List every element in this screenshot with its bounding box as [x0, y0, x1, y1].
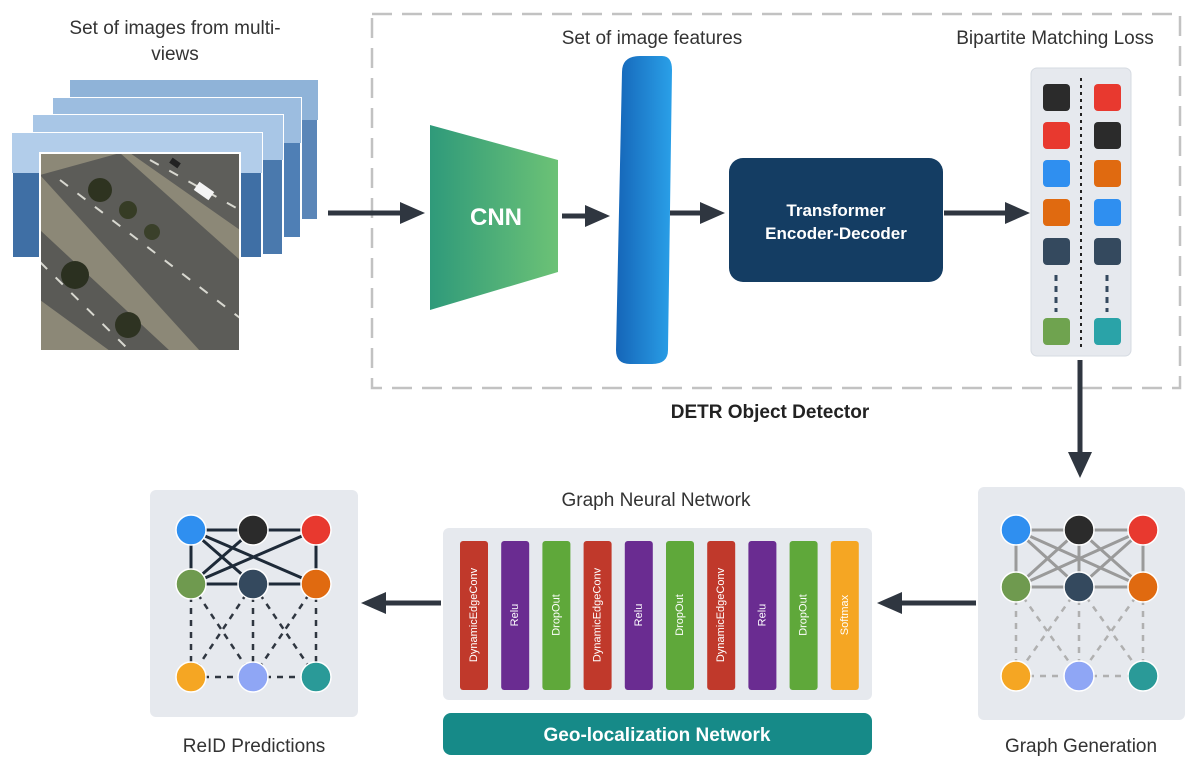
gnn-layer-label: Relu: [756, 604, 768, 627]
gnn-layer: DynamicEdgeConv: [707, 541, 736, 690]
down-arrow: [1068, 360, 1092, 478]
gnn-layer: DynamicEdgeConv: [460, 541, 488, 690]
gnn-layer-label: Relu: [633, 604, 645, 627]
graph-node: [1127, 514, 1159, 546]
matching-left-column: [1043, 84, 1070, 345]
graph-node: [237, 661, 269, 693]
detr-arrows: [328, 202, 1030, 227]
graph-node: [1063, 660, 1095, 692]
matching-right-box: [1094, 84, 1121, 111]
gnn-layer-label: DynamicEdgeConv: [592, 567, 604, 662]
graph-node: [237, 568, 269, 600]
image-features-block: [616, 56, 672, 364]
gnn-layer-block: [789, 541, 818, 690]
matching-right-box: [1094, 238, 1121, 265]
reid-panel: [150, 490, 358, 717]
graph-edge: [190, 528, 317, 586]
graph-node: [1063, 514, 1095, 546]
gnn-layer-stack: DynamicEdgeConv Relu DropOut DynamicEdgeCon…: [460, 541, 859, 690]
gnn-layer-block: [542, 541, 571, 690]
gnn-layer: Softmax: [830, 541, 859, 690]
graph-node: [1127, 571, 1159, 603]
gnn-layer: Relu: [501, 541, 530, 690]
gnn-layer-label: DropOut: [674, 594, 686, 636]
aerial-photo: [40, 153, 240, 351]
matching-right-column: [1094, 84, 1121, 345]
graph-node: [1000, 660, 1032, 692]
gnn-layer-block: [501, 541, 530, 690]
matching-left-box: [1043, 84, 1070, 111]
matching-left-box: [1043, 238, 1070, 265]
gnn-layer-label: Relu: [509, 604, 521, 627]
gnn-layer-label: DropOut: [550, 594, 562, 636]
gnn-layer-label: DynamicEdgeConv: [468, 567, 480, 662]
gnn-layer: DropOut: [789, 541, 818, 690]
matching-right-box: [1094, 122, 1121, 149]
gnn-layer: Relu: [624, 541, 653, 690]
gnn-layer-block: [624, 541, 653, 690]
transformer-label-line1: Transformer: [786, 201, 886, 220]
arrow-to-reid: [361, 592, 441, 614]
cnn-label: CNN: [470, 204, 522, 231]
matching-loss-label: Bipartite Matching Loss: [956, 28, 1154, 49]
gnn-layer: DynamicEdgeConv: [583, 541, 612, 690]
graph-generation-nodes: [1000, 514, 1159, 692]
gnn-layer-block: [707, 541, 736, 690]
matching-right-box: [1094, 199, 1121, 226]
gnn-layer-label: Softmax: [839, 594, 851, 635]
detr-label: DETR Object Detector: [671, 402, 870, 423]
graph-node: [1000, 514, 1032, 546]
graph-node: [237, 514, 269, 546]
gnn-layer: DropOut: [542, 541, 571, 690]
reid-nodes: [175, 514, 332, 693]
gnn-layer: DropOut: [666, 541, 694, 690]
graph-node: [175, 661, 207, 693]
graph-node: [1063, 571, 1095, 603]
gnn-layer-block: [748, 541, 777, 690]
detr-frame: [370, 12, 1182, 390]
reid-label: ReID Predictions: [183, 736, 326, 757]
gnn-layer: Relu: [748, 541, 777, 690]
geo-localization-bar: [443, 713, 872, 755]
graph-node: [1127, 660, 1159, 692]
matching-left-box: [1043, 122, 1070, 149]
matching-left-box: [1043, 160, 1070, 187]
gnn-layer-block: [583, 541, 612, 690]
gnn-layer-block: [666, 541, 694, 690]
gnn-layer-block: [460, 541, 488, 690]
gnn-layer-block: [830, 541, 859, 690]
image-features-label: Set of image features: [562, 28, 743, 49]
gnn-label: Graph Neural Network: [561, 490, 751, 511]
graph-node: [300, 661, 332, 693]
matching-left-box: [1043, 199, 1070, 226]
cnn-block: [430, 125, 558, 310]
arrow-to-gnn: [877, 592, 976, 614]
matching-right-box: [1094, 160, 1121, 187]
geo-localization-label: Geo-localization Network: [544, 725, 771, 746]
multi-view-image-stack: [11, 79, 319, 352]
transformer-block: [729, 158, 943, 282]
gnn-layer-label: DropOut: [798, 594, 810, 636]
graph-generation-panel: [978, 487, 1185, 720]
graph-node: [175, 568, 207, 600]
input-images-label-line2: views: [151, 44, 199, 65]
matching-panel: [1030, 67, 1132, 357]
graph-node: [1000, 571, 1032, 603]
input-images-label-line1: Set of images from multi-: [69, 18, 280, 39]
graph-node: [300, 514, 332, 546]
graph-generation-label: Graph Generation: [1005, 736, 1157, 757]
matching-right-box: [1094, 318, 1121, 345]
transformer-label-line2: Encoder-Decoder: [765, 224, 907, 243]
gnn-layer-label: DynamicEdgeConv: [715, 567, 727, 662]
graph-node: [300, 568, 332, 600]
matching-left-box: [1043, 318, 1070, 345]
graph-node: [175, 514, 207, 546]
